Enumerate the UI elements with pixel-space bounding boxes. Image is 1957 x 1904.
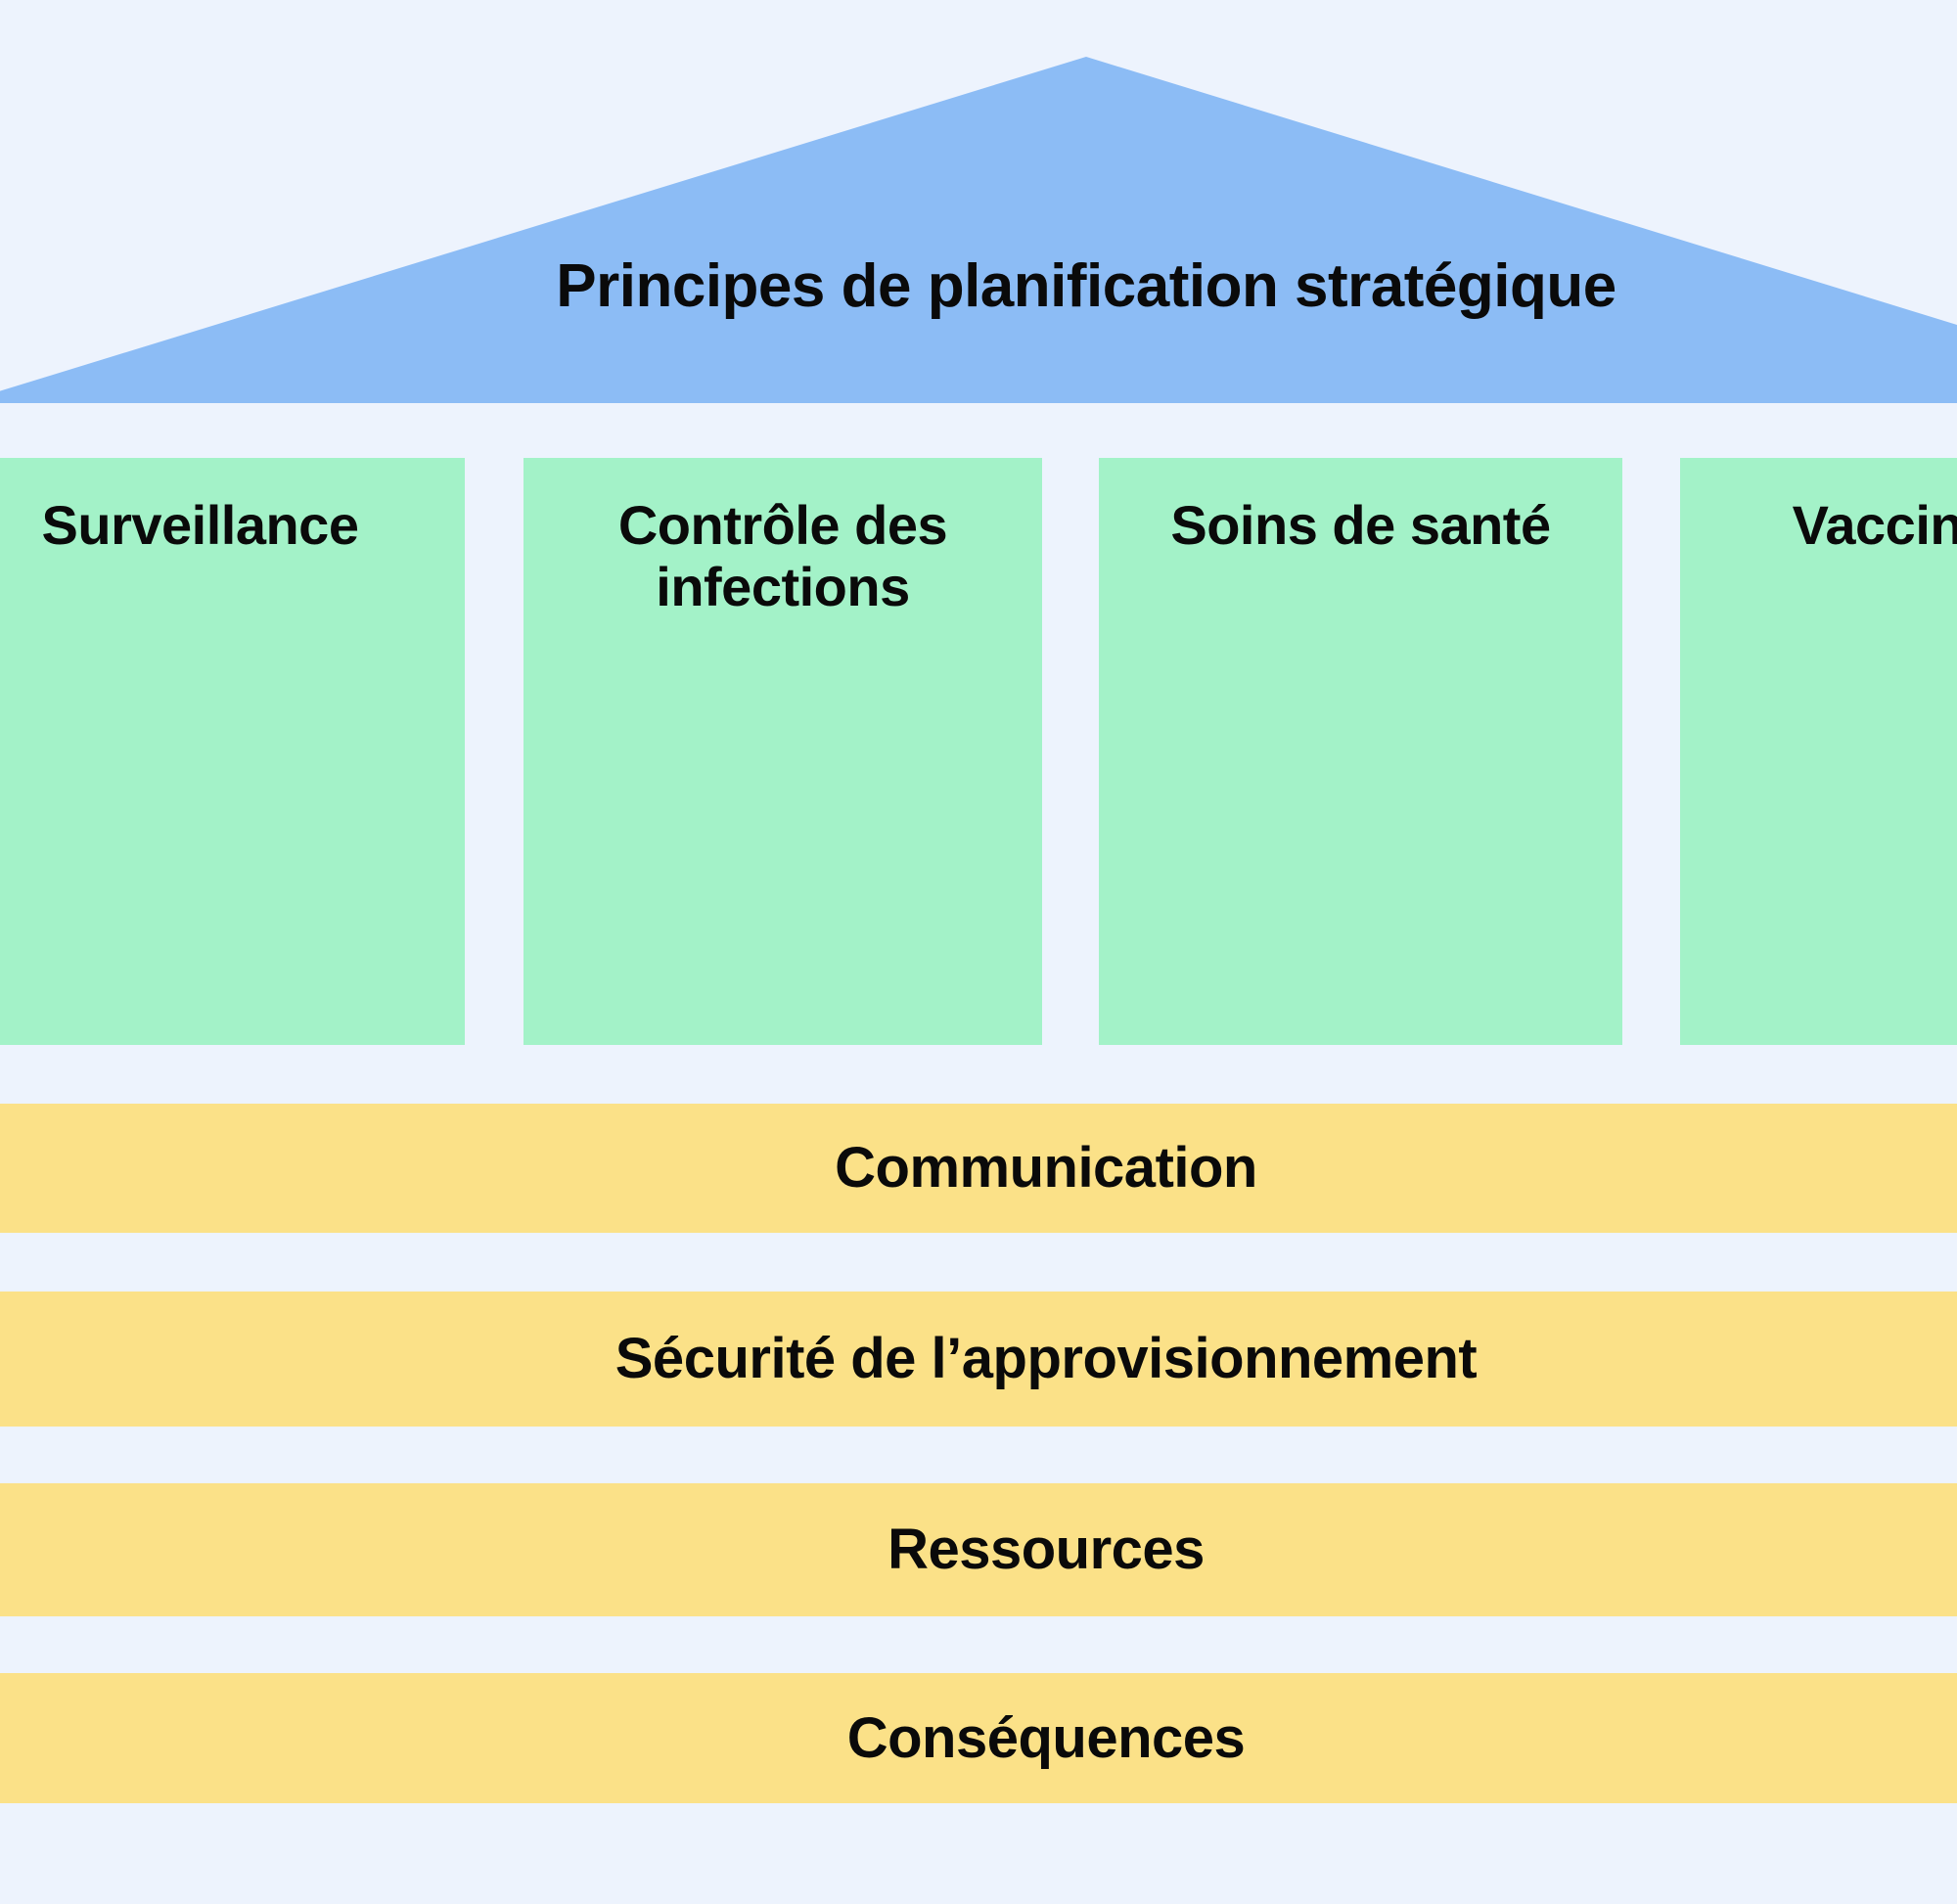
pillar-label: Vaccination xyxy=(1792,494,1957,556)
foundation-band-communication[interactable]: Communication xyxy=(0,1104,1957,1233)
pillar-label: Contrôle des infections xyxy=(617,494,948,617)
foundation-band-label: Ressources xyxy=(887,1518,1205,1581)
pillar-soins-de-sante[interactable]: Soins de santé xyxy=(1099,458,1622,1045)
pillar-vaccination[interactable]: Vaccination xyxy=(1680,458,1957,1045)
foundation-band-consequences[interactable]: Conséquences xyxy=(0,1673,1957,1803)
foundation-band-label: Communication xyxy=(835,1136,1257,1200)
roof-group xyxy=(0,0,1957,403)
pillar-label: Soins de santé xyxy=(1170,494,1551,556)
pillar-controle-des-infections[interactable]: Contrôle des infections xyxy=(523,458,1042,1045)
foundation-band-ressources[interactable]: Ressources xyxy=(0,1483,1957,1616)
foundation-band-label: Sécurité de l’approvisionnement xyxy=(614,1327,1478,1390)
pillar-label: Surveillance xyxy=(41,494,359,556)
foundation-band-label: Conséquences xyxy=(846,1705,1246,1770)
foundation-band-securite-approvisionnement[interactable]: Sécurité de l’approvisionnement xyxy=(0,1292,1957,1427)
roof-triangle-icon xyxy=(0,57,1957,403)
pillar-surveillance[interactable]: Surveillance xyxy=(0,458,465,1045)
